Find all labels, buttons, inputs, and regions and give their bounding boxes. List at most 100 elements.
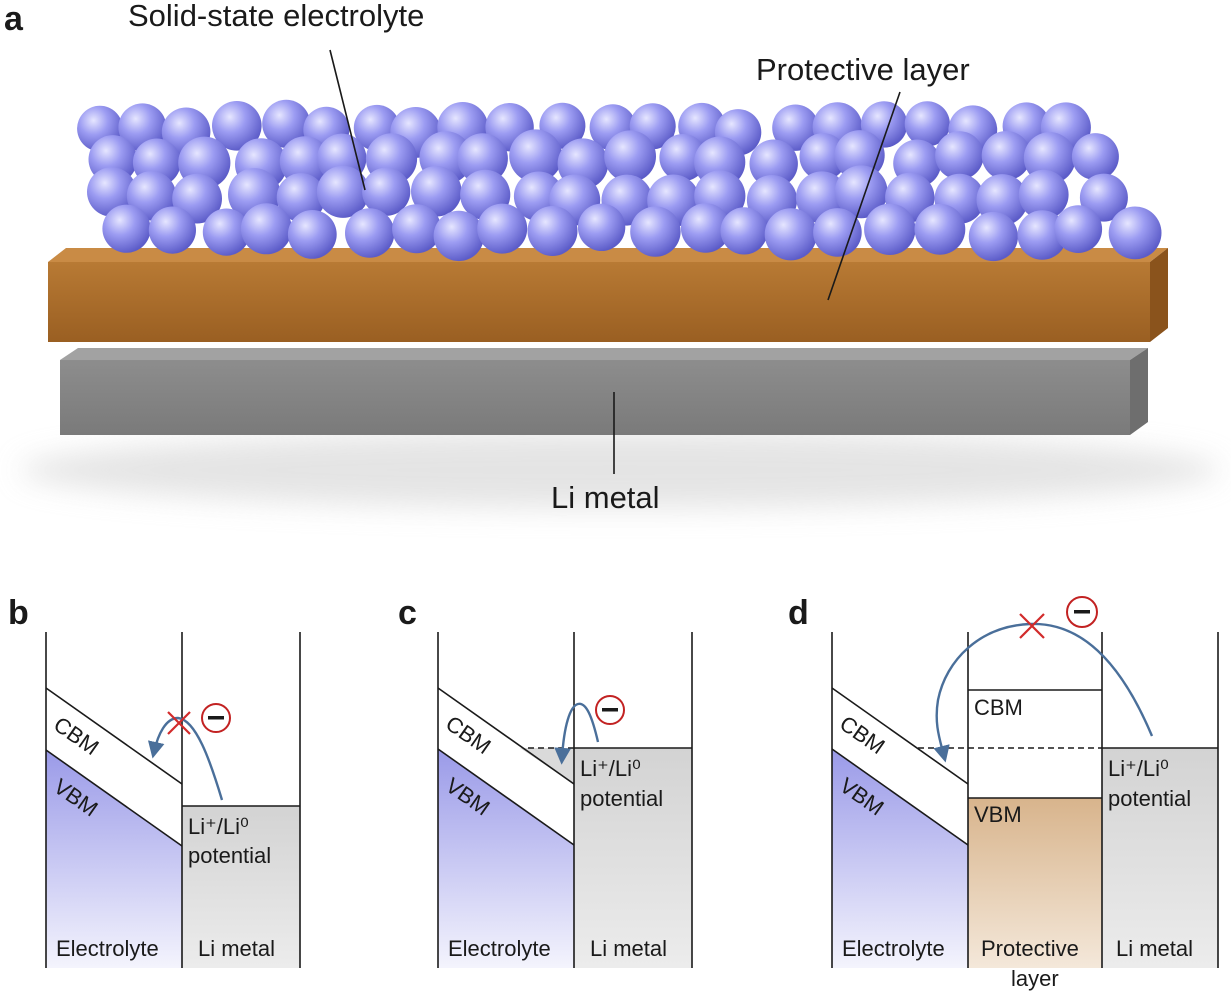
potential-label-line1: Li⁺/Li⁰ (188, 814, 249, 839)
region-li-metal: Li metal (590, 936, 667, 961)
panel-d: d CBM VBM CBM VBM Li⁺/Li⁰ potential Elec… (788, 594, 1219, 991)
panel-a: a Solid-state electrolyte Protective lay… (4, 0, 1220, 515)
electrolyte-sphere (772, 104, 819, 151)
blocked-cross (1019, 613, 1045, 639)
callout-line-electrolyte (329, 49, 366, 191)
callout-line-protective (827, 91, 901, 301)
potential-label-line2: potential (1108, 786, 1191, 811)
callout-protective-layer: Protective layer (756, 52, 970, 87)
potential-label-line2: potential (580, 786, 663, 811)
electrolyte-sphere (1017, 210, 1067, 260)
cbm-label: CBM (441, 711, 495, 760)
electrolyte-sphere (1054, 205, 1103, 254)
callout-electrolyte: Solid-state electrolyte (128, 0, 424, 33)
potential-label-line2: potential (188, 843, 271, 868)
electrolyte-sphere (659, 134, 707, 182)
li-metal-slab (60, 348, 1148, 435)
region-li-metal: Li metal (198, 936, 275, 961)
vbm-band-fill (46, 750, 182, 968)
electrolyte-sphere (968, 211, 1019, 262)
region-electrolyte: Electrolyte (842, 936, 945, 961)
panel-label-a: a (4, 0, 24, 38)
cbm-line (45, 687, 183, 785)
region-li-metal: Li metal (1116, 936, 1193, 961)
electrolyte-sphere (457, 133, 508, 184)
electrolyte-sphere (749, 139, 798, 188)
cbm-label: CBM (49, 712, 103, 761)
electrolyte-sphere (1108, 206, 1162, 260)
protective-layer-slab (48, 248, 1168, 342)
electrolyte-sphere (1071, 133, 1119, 181)
electrolyte-spheres (77, 99, 1162, 262)
electrolyte-sphere (202, 208, 250, 256)
vbm-line (45, 749, 183, 847)
vbm-band-fill (438, 749, 574, 968)
panel-c: c CBM VBM Li⁺/Li⁰ potential Electrolyte … (398, 594, 693, 968)
electrolyte-sphere (720, 207, 768, 255)
electrolyte-sphere (240, 203, 292, 255)
electrolyte-sphere (392, 204, 442, 254)
floor-shadow (20, 432, 1220, 508)
protective-cbm-label: CBM (974, 695, 1023, 720)
electrolyte-sphere (411, 166, 462, 217)
cbm-line (831, 687, 969, 785)
region-electrolyte: Electrolyte (448, 936, 551, 961)
region-protective-line2: layer (1011, 966, 1059, 991)
electrolyte-sphere (604, 130, 656, 183)
electrolyte-sphere (799, 133, 847, 181)
electrolyte-sphere (764, 208, 817, 261)
electrolyte-sphere (345, 208, 395, 258)
panel-label-b: b (8, 594, 29, 632)
electrolyte-sphere (834, 165, 888, 219)
protective-layer-fill (968, 798, 1102, 968)
electron-icon (595, 695, 625, 725)
li-metal-fill (182, 806, 300, 968)
electrolyte-sphere (630, 206, 681, 257)
cbm-label: CBM (835, 711, 889, 760)
electrolyte-sphere (212, 101, 262, 151)
region-protective-line1: Protective (981, 936, 1079, 961)
electron-transfer-arrow (933, 622, 1154, 763)
callout-li-metal: Li metal (551, 480, 660, 515)
vbm-line (831, 748, 969, 846)
electron-transfer-arrow (147, 716, 224, 801)
electrolyte-sphere (864, 203, 916, 255)
electrolyte-sphere (148, 206, 196, 254)
blocked-cross (167, 711, 191, 735)
protective-vbm-label: VBM (974, 802, 1022, 827)
electrolyte-sphere (87, 167, 137, 217)
electron-icon (201, 703, 231, 733)
vbm-line (437, 748, 575, 846)
electron-transfer-arrow (554, 702, 600, 765)
li-metal-fill (574, 748, 692, 968)
electrolyte-sphere (813, 208, 862, 257)
cbm-line (437, 687, 575, 785)
electrolyte-sphere (914, 203, 966, 255)
electrolyte-sphere (527, 206, 578, 256)
electrolyte-sphere (680, 203, 731, 253)
electrolyte-sphere (477, 203, 528, 254)
electrolyte-sphere (1018, 169, 1069, 220)
electrolyte-sphere (262, 99, 311, 148)
electrolyte-sphere (433, 210, 484, 262)
panel-label-c: c (398, 594, 417, 632)
electrolyte-sphere (276, 173, 326, 222)
electrolyte-sphere (577, 203, 626, 251)
electrolyte-sphere (904, 101, 950, 147)
electron-icon (1066, 596, 1098, 628)
li-metal-fill (1102, 748, 1218, 968)
vbm-band-fill (832, 749, 968, 968)
potential-label-line1: Li⁺/Li⁰ (580, 756, 641, 781)
panel-label-d: d (788, 594, 809, 632)
electrolyte-sphere (316, 165, 370, 218)
electrolyte-sphere (102, 204, 151, 253)
electrolyte-sphere (287, 210, 337, 259)
electrolyte-sphere (935, 131, 984, 180)
electrolyte-sphere (509, 129, 563, 183)
region-electrolyte: Electrolyte (56, 936, 159, 961)
electrolyte-sphere (279, 136, 331, 187)
electrolyte-sphere (362, 167, 411, 216)
panel-b: b CBM VBM Li⁺/Li⁰ potential Electrolyte … (8, 594, 301, 968)
electrolyte-sphere (834, 130, 885, 181)
